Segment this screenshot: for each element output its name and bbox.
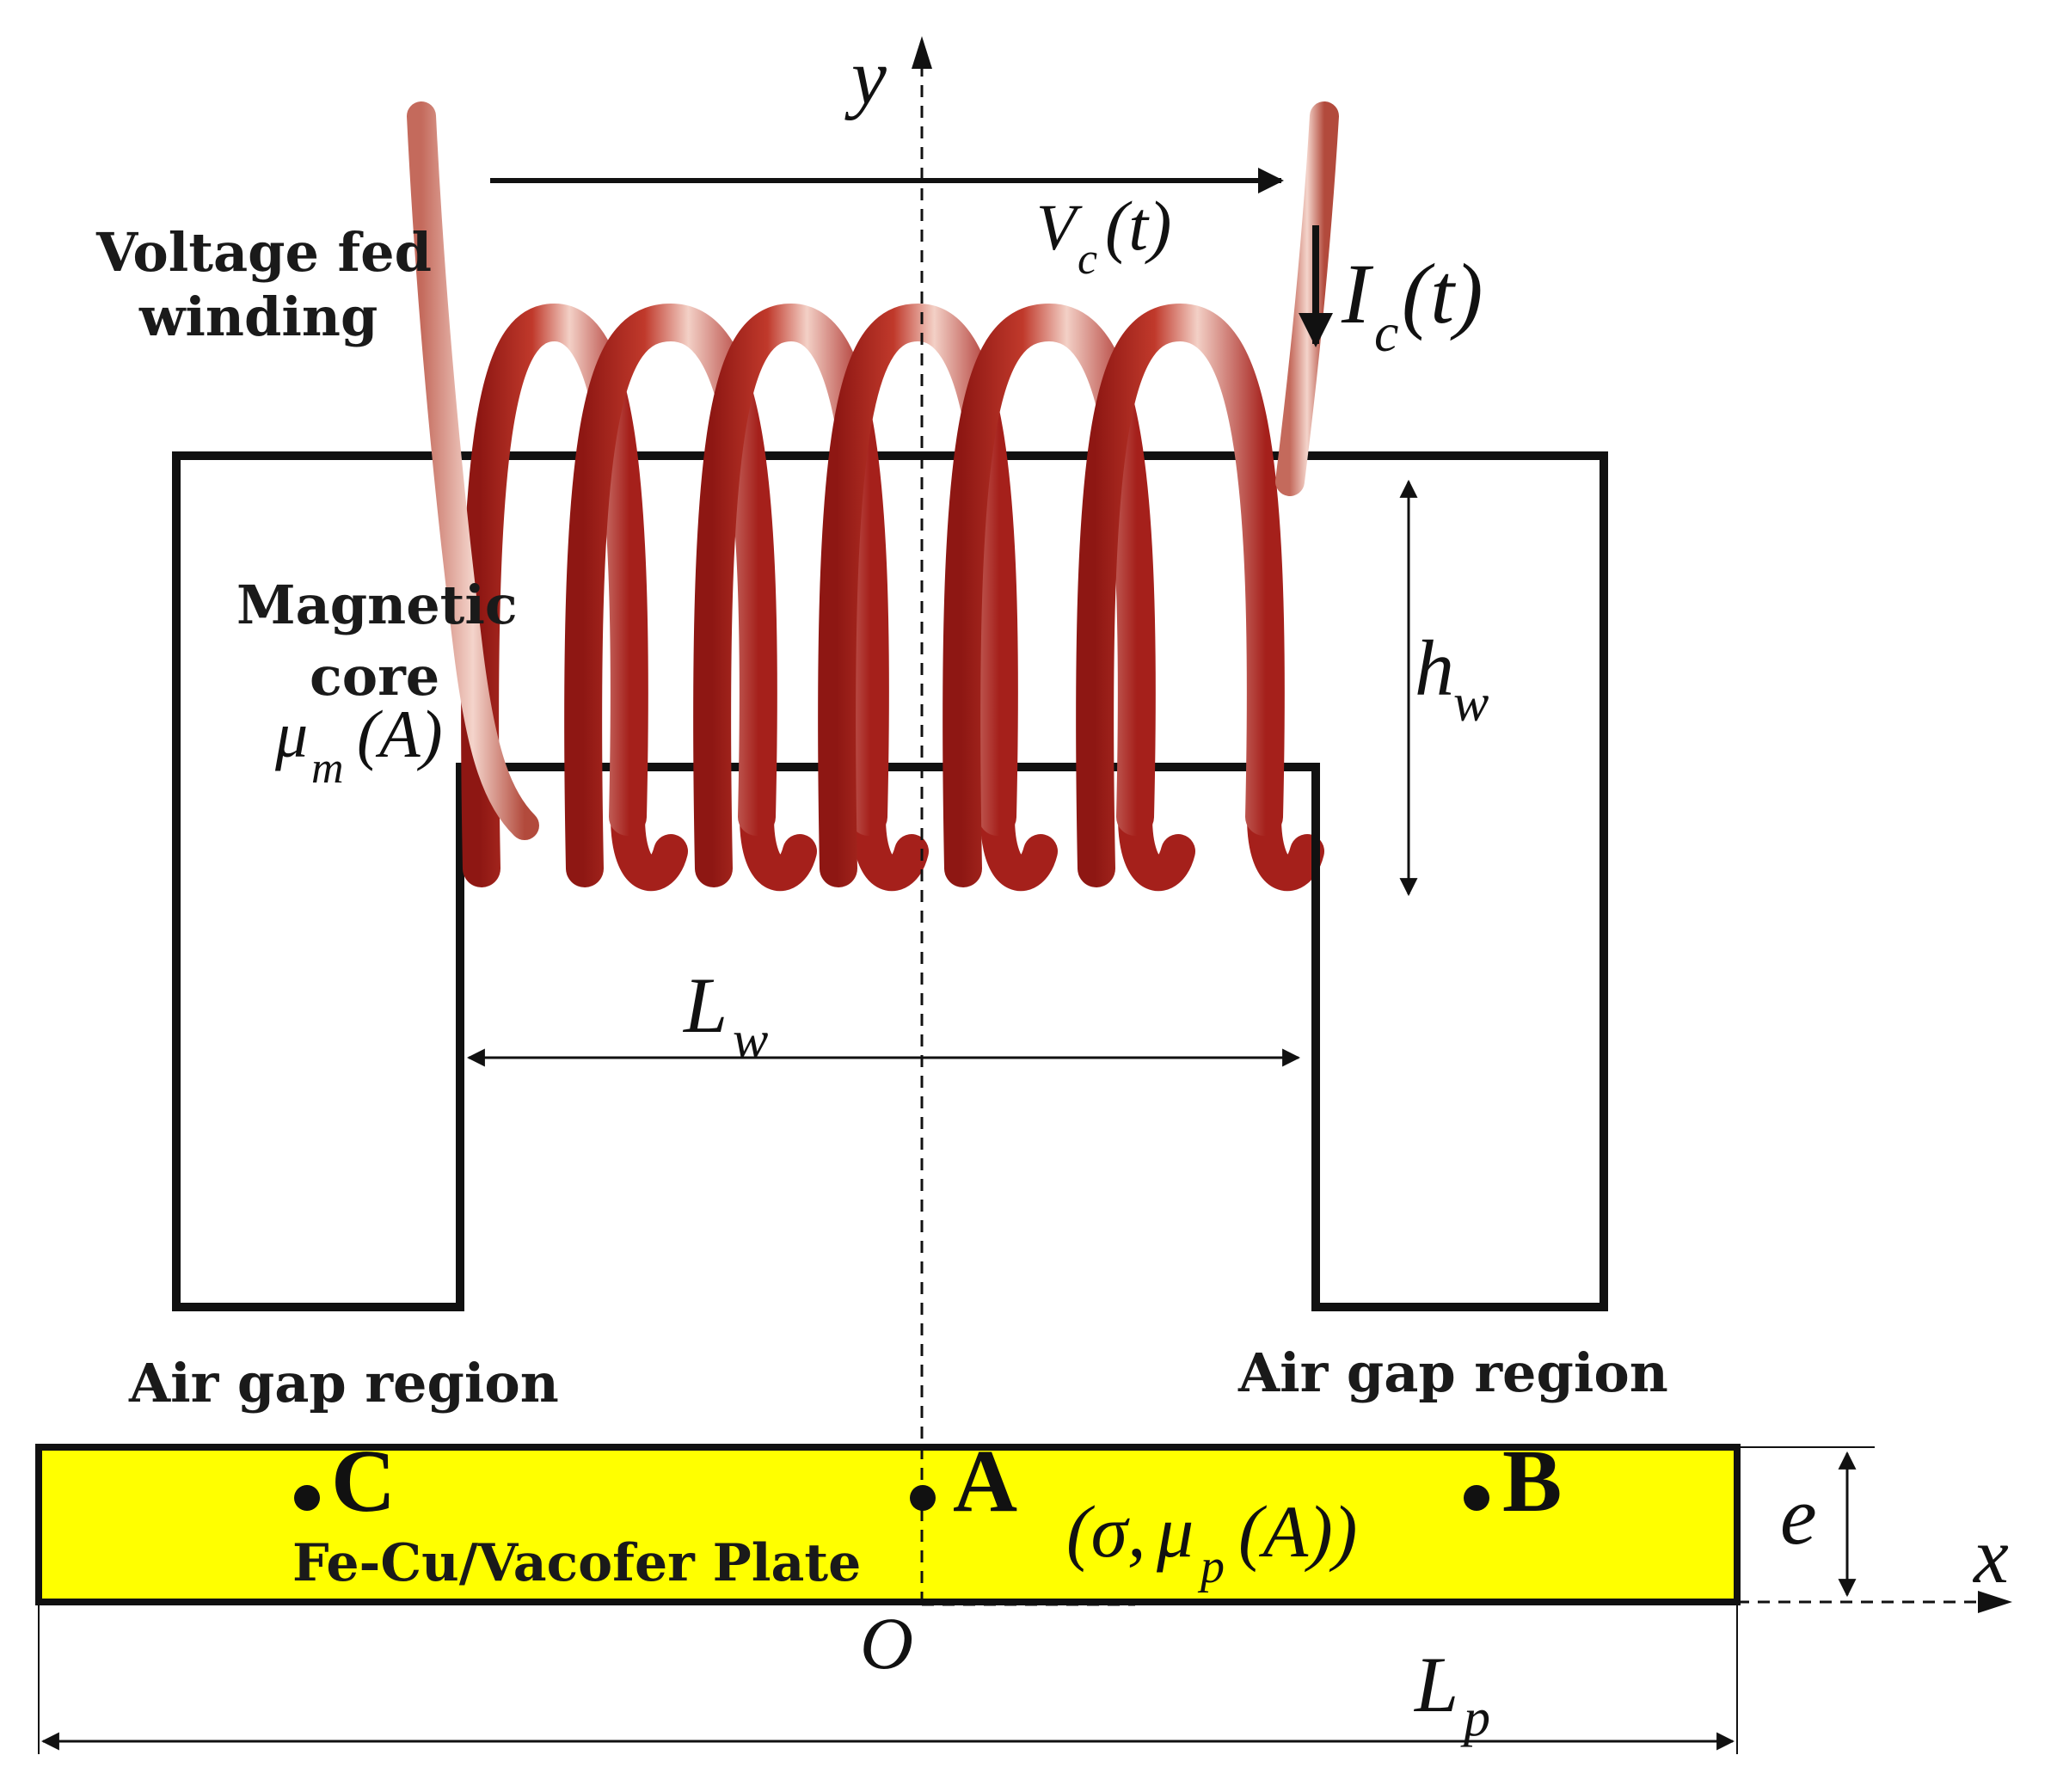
point-c-label: C	[331, 1432, 396, 1531]
coil-turn-5	[943, 303, 1156, 887]
coil-turn-2	[564, 303, 777, 887]
winding-coil-front	[461, 303, 1285, 887]
magnetic-core	[172, 451, 1608, 1311]
plate-length-symbol: L p	[1413, 1641, 1490, 1747]
conductive-plate	[35, 1444, 1741, 1605]
core-label-line1: Magnetic	[236, 574, 518, 636]
coil-turn-1	[461, 303, 648, 887]
air-gap-right-label: Air gap region	[1237, 1341, 1668, 1404]
winding-label-line2: winding	[138, 285, 378, 348]
coil-turn-bottom-2	[740, 800, 817, 892]
plate-props-sub: p	[1197, 1540, 1225, 1593]
winding-length-symbol: L w	[682, 961, 768, 1070]
winding-height-main: h	[1415, 624, 1454, 712]
core-perm-main: μ	[274, 699, 308, 771]
point-a-label: A	[953, 1432, 1017, 1531]
plate-length-sub: p	[1460, 1689, 1490, 1747]
plate-props-open: (σ,	[1066, 1490, 1146, 1573]
y-axis-label: y	[844, 33, 887, 120]
voltage-main: V	[1036, 192, 1083, 264]
coil-turn-6	[1076, 303, 1285, 887]
origin-label: O	[860, 1602, 913, 1685]
coil-turn-3	[693, 303, 889, 887]
air-gap-left-label: Air gap region	[128, 1352, 559, 1415]
point-b-label: B	[1502, 1432, 1562, 1531]
current-main: I	[1341, 246, 1374, 341]
point-a-marker	[910, 1485, 936, 1511]
current-symbol: I c (t)	[1341, 246, 1483, 363]
winding-coil-back	[611, 800, 1324, 892]
winding-height-sub: w	[1453, 674, 1489, 733]
coil-turn-bottom-4	[980, 800, 1058, 892]
coil-turn-bottom-3	[851, 800, 929, 892]
x-axis-label: x	[1972, 1512, 2009, 1599]
winding-lead-left	[407, 101, 539, 840]
y-axis-arrowhead	[912, 36, 932, 69]
core-label-line2: core	[310, 645, 439, 708]
core-permeability-symbol: μ m (A)	[274, 697, 443, 793]
core-perm-sub: m	[311, 744, 344, 793]
winding-length-sub: w	[733, 1011, 768, 1070]
plate-props-arg: (A))	[1238, 1490, 1357, 1573]
voltage-arg: (t)	[1105, 187, 1171, 265]
core-perm-arg: (A)	[357, 697, 443, 771]
winding-label-line1: Voltage fed	[95, 221, 432, 284]
point-c-marker	[294, 1485, 320, 1511]
voltage-sub: c	[1078, 235, 1097, 284]
coil-turn-bottom-1	[611, 800, 688, 892]
x-axis-arrowhead	[1978, 1591, 2012, 1613]
winding-height-symbol: h w	[1415, 624, 1489, 733]
voltage-symbol: V c (t)	[1036, 187, 1171, 284]
winding-length-main: L	[682, 961, 728, 1049]
coil-turn-bottom-6	[1247, 800, 1324, 892]
coil-turn-4	[818, 303, 1018, 887]
plate-thickness-symbol: e	[1780, 1470, 1817, 1562]
point-b-marker	[1464, 1485, 1489, 1511]
coil-turn-bottom-5	[1118, 800, 1195, 892]
plate-props-main: μ	[1156, 1490, 1194, 1573]
plate-length-main: L	[1413, 1641, 1458, 1728]
current-arg: (t)	[1402, 246, 1483, 341]
current-sub: c	[1374, 302, 1398, 363]
plate-label: Fe-Cu/Vacofer Plate	[292, 1533, 861, 1593]
plate-properties-symbol: (σ, μ p (A))	[1066, 1490, 1357, 1593]
